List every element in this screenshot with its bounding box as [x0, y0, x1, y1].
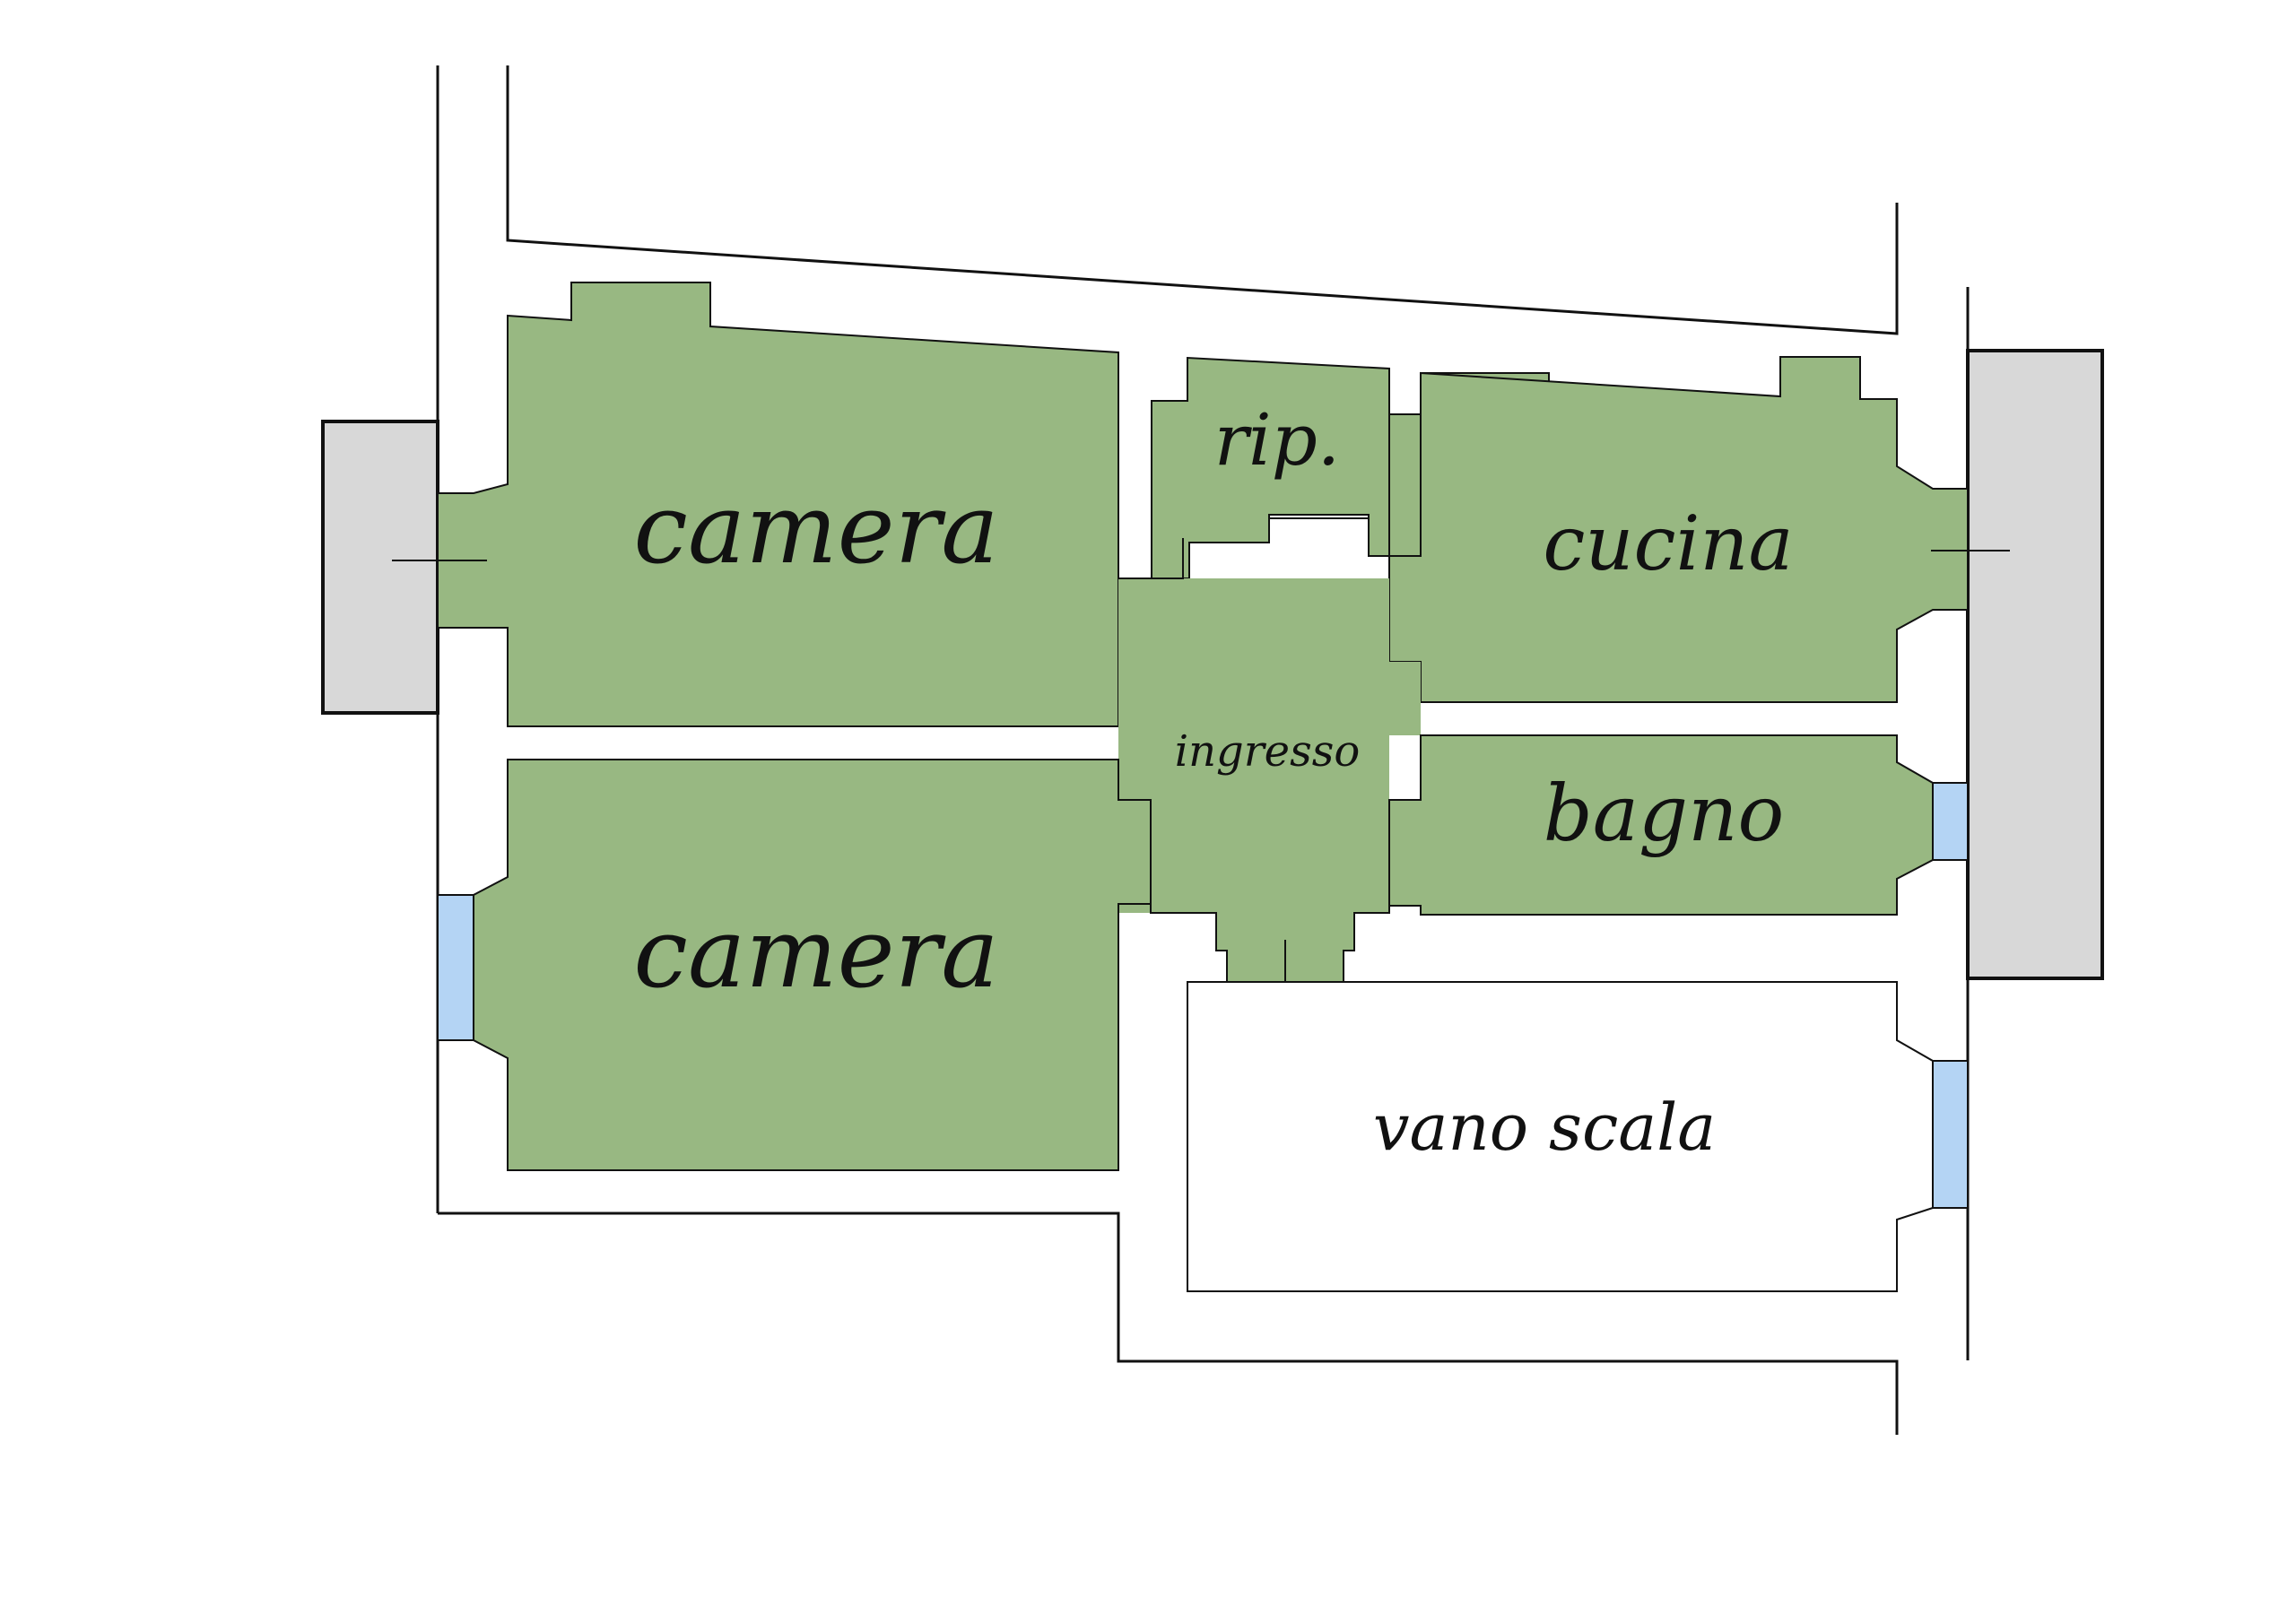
label-rip: rip.: [1214, 398, 1340, 482]
window-bagno: [1932, 782, 1969, 861]
window-camera-bottom: [437, 894, 474, 1041]
room-ingresso-upper: [1118, 578, 1421, 982]
label-bagno: bagno: [1544, 769, 1785, 859]
balconies: [321, 349, 2104, 980]
room-vano-scala: [1187, 981, 1934, 1292]
wall-top-inner: [506, 65, 1899, 335]
label-camera-bottom: camera: [633, 898, 998, 1010]
balcony-right: [1966, 349, 2104, 980]
room-camera-bottom: [473, 759, 1152, 1171]
wall-ingresso-bottom-right: [1343, 906, 1390, 982]
label-ingresso: ingresso: [1175, 726, 1361, 777]
wall-ingresso-bottom: [1118, 903, 1228, 982]
label-camera-top: camera: [633, 473, 998, 586]
label-vano-scala: vano scala: [1373, 1090, 1716, 1165]
wall-rip-left: [1118, 352, 1184, 579]
label-cucina: cucina: [1543, 499, 1793, 587]
room-bagno: [1388, 734, 1934, 916]
window-vano-scala: [1932, 1060, 1969, 1209]
balcony-left: [321, 420, 439, 715]
wall-bottom-outer: [438, 1211, 1899, 1435]
